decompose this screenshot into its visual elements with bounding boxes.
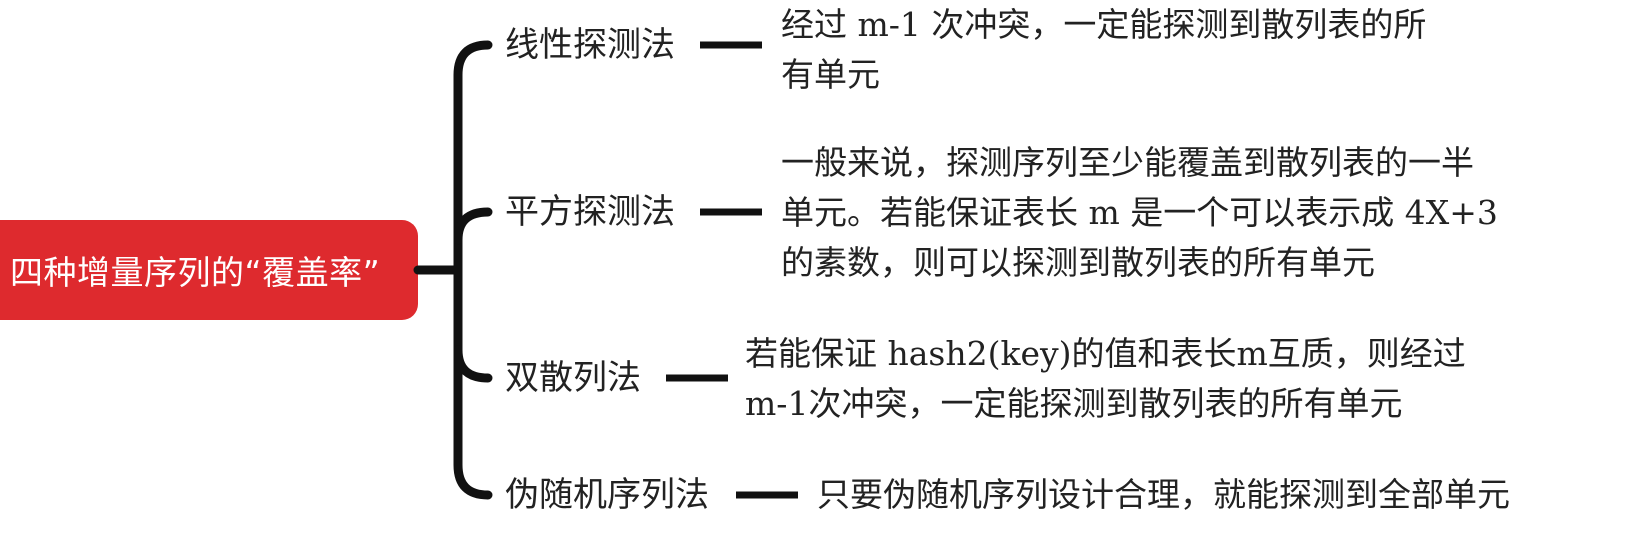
branch-label-double-hashing[interactable]: 双散列法 xyxy=(505,358,641,398)
branch-desc-linear-probing: 经过 m-1 次冲突，一定能探测到散列表的所 有单元 xyxy=(781,5,1427,94)
branch-connector-3 xyxy=(453,345,493,383)
branch-label-linear-probing[interactable]: 线性探测法 xyxy=(505,25,675,65)
root-label: 四种增量序列的“覆盖率” xyxy=(10,253,381,292)
branch-desc-quadratic-probing: 一般来说，探测序列至少能覆盖到散列表的一半 单元。若能保证表长 m 是一个可以表… xyxy=(781,143,1498,282)
branch-desc-double-hashing: 若能保证 hash2(key)的值和表长m互质，则经过 m-1次冲突，一定能探测… xyxy=(745,334,1466,423)
branch-desc-pseudo-random: 只要伪随机序列设计合理，就能探测到全部单元 xyxy=(817,475,1510,514)
branch-connector-2 xyxy=(453,207,493,245)
branch-label-quadratic-probing[interactable]: 平方探测法 xyxy=(505,192,675,232)
root-node[interactable]: 四种增量序列的“覆盖率” xyxy=(0,220,418,320)
branch-label-pseudo-random[interactable]: 伪随机序列法 xyxy=(505,475,709,515)
trunk-line xyxy=(453,40,493,500)
